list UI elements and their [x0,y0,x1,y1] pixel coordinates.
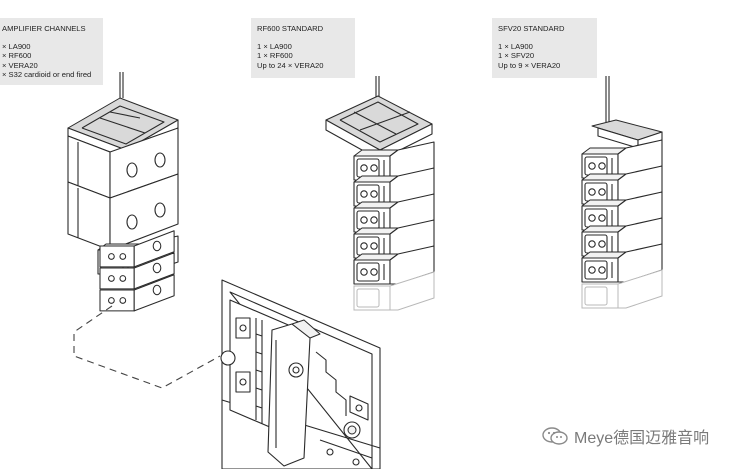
rf600-column [325,76,435,311]
sfv20-column [581,76,663,309]
panel-title: AMPLIFIER CHANNELS [2,24,86,33]
wechat-logo-icon [542,427,568,445]
panel-line: 1 × SFV20 [498,51,535,61]
panel-line: × LA900 [2,41,31,51]
sfv20-standard-panel: SFV20 STANDARD 1 × LA900 1 × SFV20 Up to… [492,18,597,78]
watermark: Meye德国迈雅音响 [541,424,709,448]
panel-line: 1 × LA900 [498,41,533,51]
panel-line: 1 × LA900 [257,41,292,51]
panel-line: × VERA20 [2,60,38,70]
rigging-detail [220,279,381,469]
amplifier-channels-panel: AMPLIFIER CHANNELS × LA900 × RF600 × VER… [0,18,103,85]
panel-line: × S32 cardioid or end fired [2,70,92,80]
panel-title: RF600 STANDARD [257,24,324,33]
panel-line: Up to 9 × VERA20 [498,60,561,70]
watermark-text: Meye德国迈雅音响 [574,430,710,447]
rf600-standard-panel: RF600 STANDARD 1 × LA900 1 × RF600 Up to… [251,18,355,78]
left-flown-array [67,72,221,389]
panel-title: SFV20 STANDARD [498,24,565,33]
panel-line: 1 × RF600 [257,51,293,61]
panel-line: Up to 24 × VERA20 [257,60,324,70]
panel-line: × RF600 [2,51,32,61]
